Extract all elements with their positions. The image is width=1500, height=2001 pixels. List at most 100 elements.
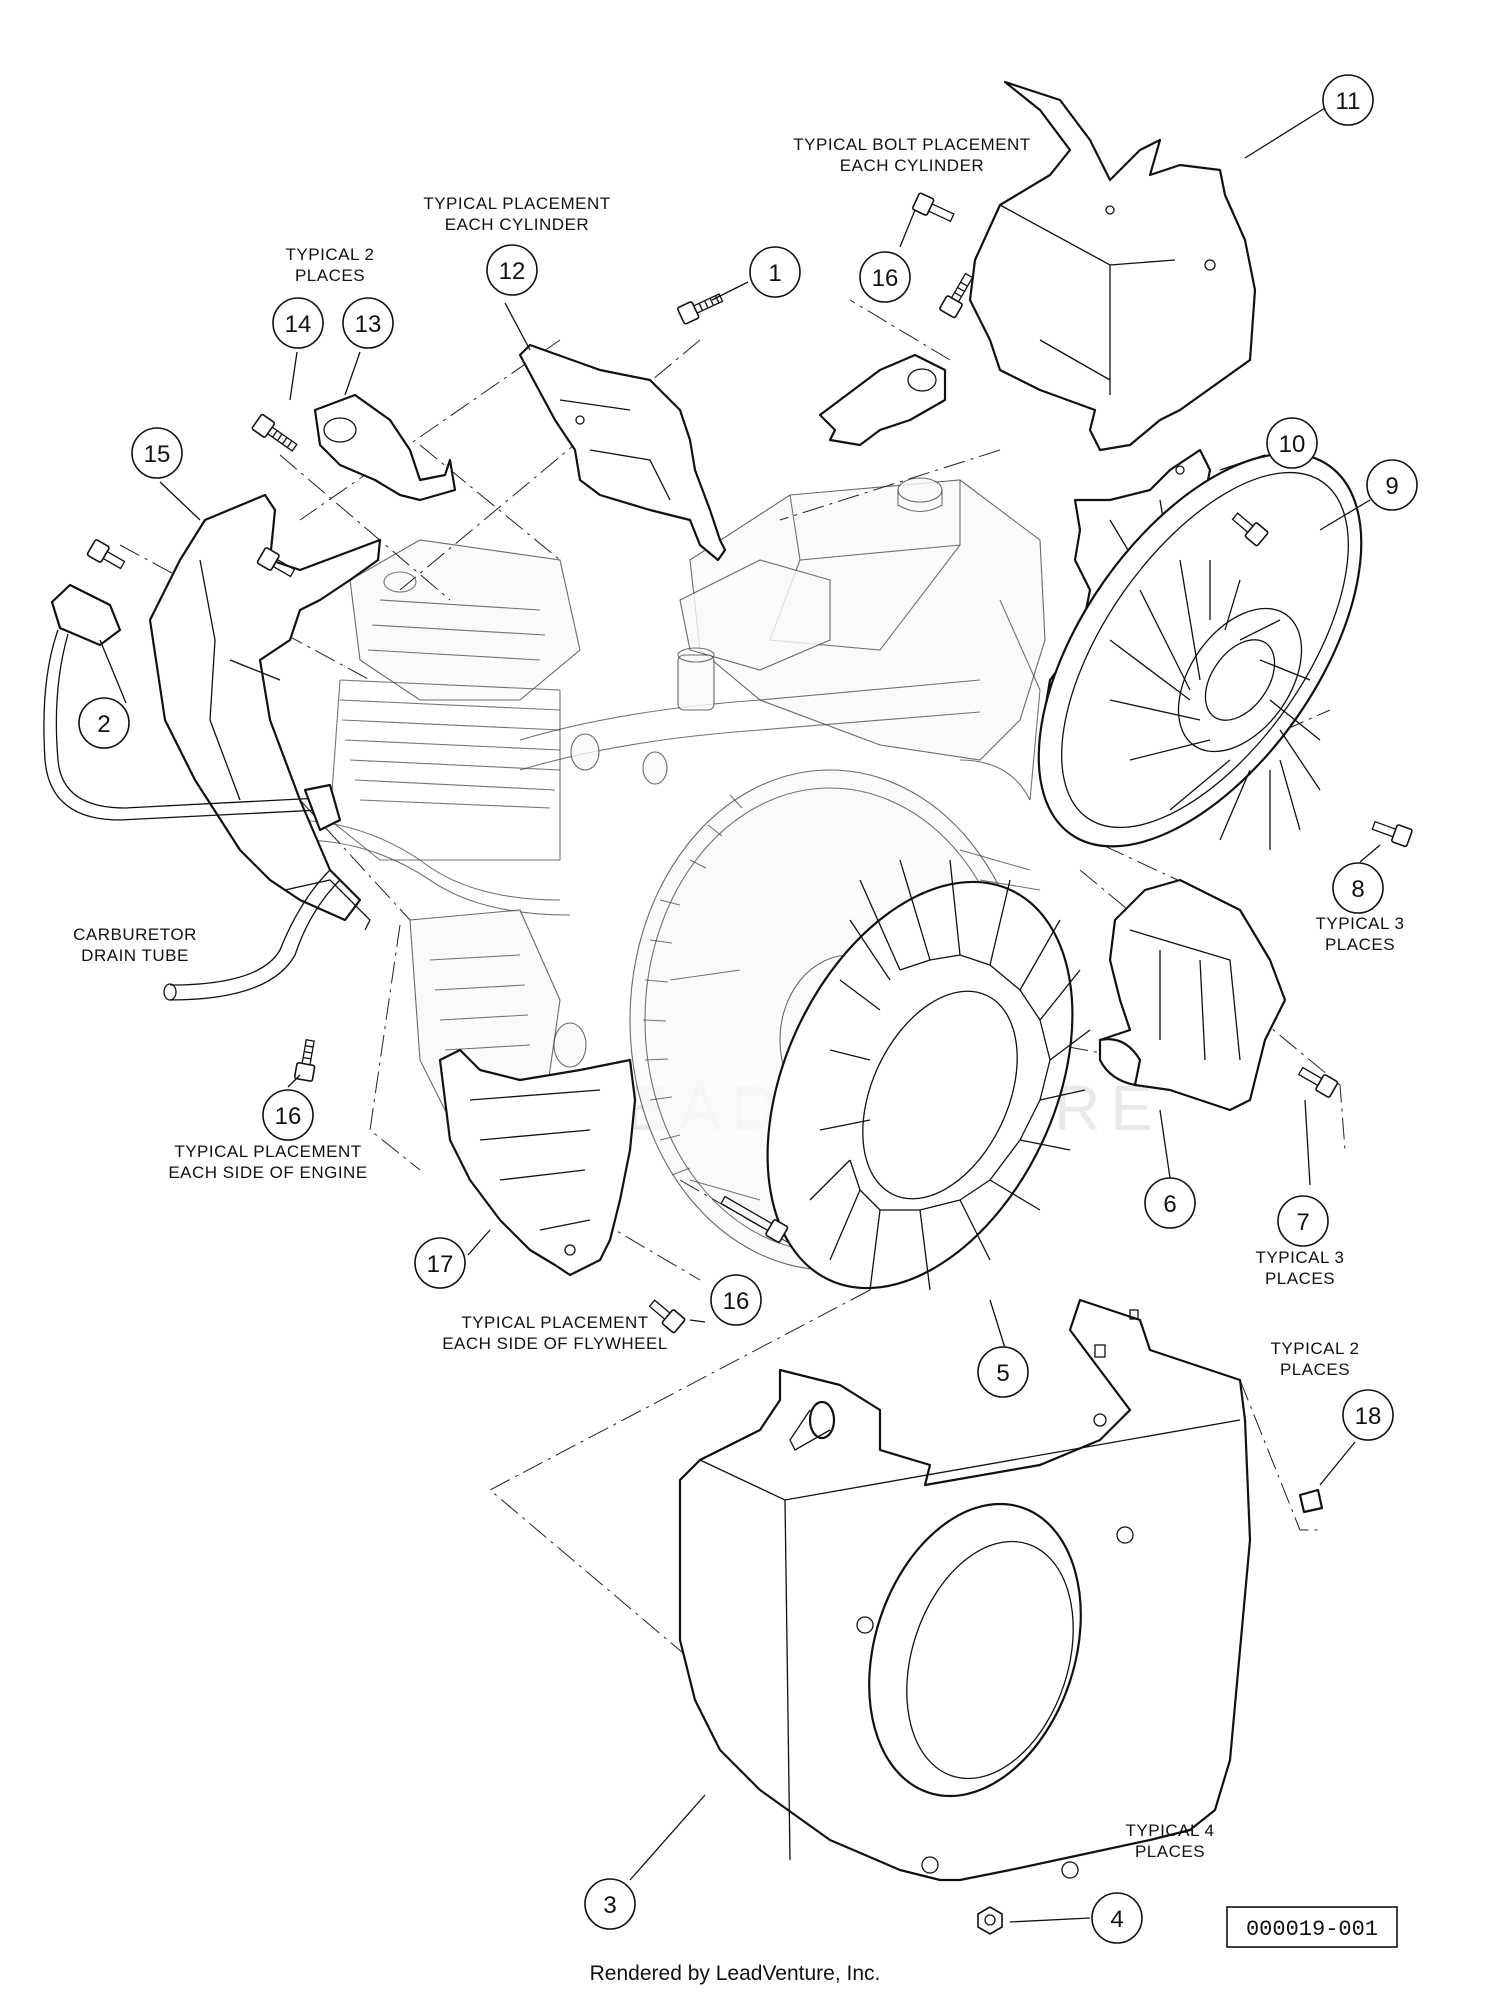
svg-text:7: 7 bbox=[1296, 1209, 1309, 1236]
callout-2: 2 bbox=[78, 697, 130, 749]
carburetor-drain-tube bbox=[163, 869, 341, 1001]
bolt-10 bbox=[1231, 512, 1269, 547]
callouts: 1 2 3 4 5 6 7 8 9 10 11 12 13 14 15 16 1… bbox=[78, 74, 1418, 1944]
svg-text:TYPICAL PLACEMENT: TYPICAL PLACEMENT bbox=[423, 194, 610, 213]
bolt-8 bbox=[1371, 820, 1413, 848]
svg-text:13: 13 bbox=[355, 311, 382, 338]
callout-16-left: 16 bbox=[262, 1089, 314, 1141]
part-9-rotating-screen bbox=[1037, 452, 1363, 850]
bolts bbox=[86, 192, 1413, 1935]
bolt-16-top bbox=[911, 192, 955, 223]
callout-4: 4 bbox=[1091, 1892, 1143, 1944]
svg-text:16: 16 bbox=[872, 265, 899, 292]
svg-text:11: 11 bbox=[1336, 88, 1361, 115]
stud-lower bbox=[720, 1195, 789, 1243]
callout-9: 9 bbox=[1366, 459, 1418, 511]
svg-text:000019-001: 000019-001 bbox=[1246, 1917, 1378, 1942]
svg-text:9: 9 bbox=[1385, 473, 1398, 500]
callout-7: 7 bbox=[1277, 1195, 1329, 1247]
svg-text:6: 6 bbox=[1163, 1191, 1176, 1218]
part-bracket-center bbox=[818, 353, 947, 447]
callout-11: 11 bbox=[1322, 74, 1374, 126]
notes: TYPICAL BOLT PLACEMENT EACH CYLINDER TYP… bbox=[73, 135, 1404, 1861]
note-typical-3-places-7: TYPICAL 3 PLACES bbox=[1256, 1248, 1345, 1288]
callout-1: 1 bbox=[749, 246, 801, 298]
svg-text:EACH SIDE OF FLYWHEEL: EACH SIDE OF FLYWHEEL bbox=[442, 1334, 668, 1353]
svg-text:TYPICAL 3: TYPICAL 3 bbox=[1256, 1248, 1345, 1267]
svg-text:17: 17 bbox=[427, 1251, 454, 1278]
svg-text:TYPICAL PLACEMENT: TYPICAL PLACEMENT bbox=[461, 1313, 648, 1332]
svg-text:PLACES: PLACES bbox=[1280, 1360, 1350, 1379]
callout-8: 8 bbox=[1332, 862, 1384, 914]
bolt-top-center bbox=[939, 272, 974, 319]
svg-text:TYPICAL 2: TYPICAL 2 bbox=[1271, 1339, 1360, 1358]
svg-text:16: 16 bbox=[275, 1103, 302, 1130]
note-placement-each-cylinder: TYPICAL PLACEMENT EACH CYLINDER bbox=[423, 194, 610, 234]
svg-text:PLACES: PLACES bbox=[1135, 1842, 1205, 1861]
part-11-cylinder-shroud bbox=[968, 80, 1257, 452]
svg-text:3: 3 bbox=[603, 1892, 616, 1919]
svg-text:8: 8 bbox=[1351, 876, 1364, 903]
svg-text:1: 1 bbox=[768, 260, 781, 287]
svg-text:EACH CYLINDER: EACH CYLINDER bbox=[445, 215, 589, 234]
svg-text:TYPICAL 2: TYPICAL 2 bbox=[286, 245, 375, 264]
note-typical-2-places-18: TYPICAL 2 PLACES bbox=[1271, 1339, 1360, 1379]
bolt-14 bbox=[251, 413, 298, 452]
svg-text:16: 16 bbox=[723, 1288, 750, 1315]
callout-6: 6 bbox=[1144, 1177, 1196, 1229]
note-bolt-placement-each-cylinder: TYPICAL BOLT PLACEMENT EACH CYLINDER bbox=[793, 135, 1030, 175]
svg-text:TYPICAL 3: TYPICAL 3 bbox=[1316, 914, 1405, 933]
svg-text:10: 10 bbox=[1279, 431, 1306, 458]
bolt-16-flywheel bbox=[648, 1299, 686, 1334]
svg-text:4: 4 bbox=[1110, 1906, 1123, 1933]
note-each-side-of-flywheel: TYPICAL PLACEMENT EACH SIDE OF FLYWHEEL bbox=[442, 1313, 668, 1353]
part-3-blower-housing bbox=[678, 1298, 1252, 1882]
bolt-left-upper bbox=[86, 539, 126, 570]
callout-3: 3 bbox=[584, 1878, 636, 1930]
callout-14: 14 bbox=[272, 297, 324, 349]
note-carburetor-drain-tube: CARBURETOR DRAIN TUBE bbox=[73, 925, 197, 965]
note-typical-2-places: TYPICAL 2 PLACES bbox=[286, 245, 375, 285]
svg-text:15: 15 bbox=[144, 441, 171, 468]
drawing-number: 000019-001 bbox=[1226, 1906, 1398, 1948]
part-13-bracket bbox=[313, 393, 457, 502]
svg-text:EACH SIDE OF ENGINE: EACH SIDE OF ENGINE bbox=[168, 1163, 367, 1182]
callout-17: 17 bbox=[414, 1237, 466, 1289]
callout-16-flywheel: 16 bbox=[710, 1274, 762, 1326]
leader-lines bbox=[99, 107, 1381, 1923]
callout-15: 15 bbox=[131, 427, 183, 479]
svg-text:14: 14 bbox=[285, 311, 312, 338]
part-5-cooling-fan bbox=[766, 859, 1091, 1291]
part-6-bracket bbox=[1098, 878, 1287, 1112]
note-typical-4-places: TYPICAL 4 PLACES bbox=[1126, 1821, 1215, 1861]
rendered-by-footer: Rendered by LeadVenture, Inc. bbox=[590, 1962, 881, 1985]
part-17-flywheel-baffle bbox=[438, 1048, 637, 1277]
callout-16-top: 16 bbox=[859, 251, 911, 303]
svg-text:PLACES: PLACES bbox=[1265, 1269, 1335, 1288]
svg-text:PLACES: PLACES bbox=[1325, 935, 1395, 954]
callout-18: 18 bbox=[1342, 1389, 1394, 1441]
svg-text:TYPICAL 4: TYPICAL 4 bbox=[1126, 1821, 1215, 1840]
bolt-left-inner bbox=[256, 547, 296, 578]
svg-text:TYPICAL PLACEMENT: TYPICAL PLACEMENT bbox=[174, 1142, 361, 1161]
svg-text:2: 2 bbox=[97, 711, 110, 738]
bolt-1 bbox=[676, 293, 724, 325]
svg-text:DRAIN TUBE: DRAIN TUBE bbox=[81, 946, 189, 965]
part-12-cylinder-plate bbox=[518, 343, 727, 562]
callout-12: 12 bbox=[486, 244, 538, 296]
svg-text:CARBURETOR: CARBURETOR bbox=[73, 925, 197, 944]
svg-text:5: 5 bbox=[996, 1360, 1009, 1387]
svg-text:PLACES: PLACES bbox=[295, 266, 365, 285]
callout-10: 10 bbox=[1266, 417, 1318, 469]
part-15-left-baffle bbox=[148, 493, 382, 931]
bolt-16-left bbox=[293, 1039, 316, 1082]
note-typical-3-places-8: TYPICAL 3 PLACES bbox=[1316, 914, 1405, 954]
svg-text:18: 18 bbox=[1355, 1403, 1382, 1430]
part-2-spark-plug-wire bbox=[43, 583, 342, 832]
nut-4 bbox=[977, 1906, 1003, 1935]
part-18-clip bbox=[1298, 1488, 1324, 1514]
note-each-side-of-engine: TYPICAL PLACEMENT EACH SIDE OF ENGINE bbox=[168, 1142, 367, 1182]
svg-text:TYPICAL BOLT PLACEMENT: TYPICAL BOLT PLACEMENT bbox=[793, 135, 1030, 154]
